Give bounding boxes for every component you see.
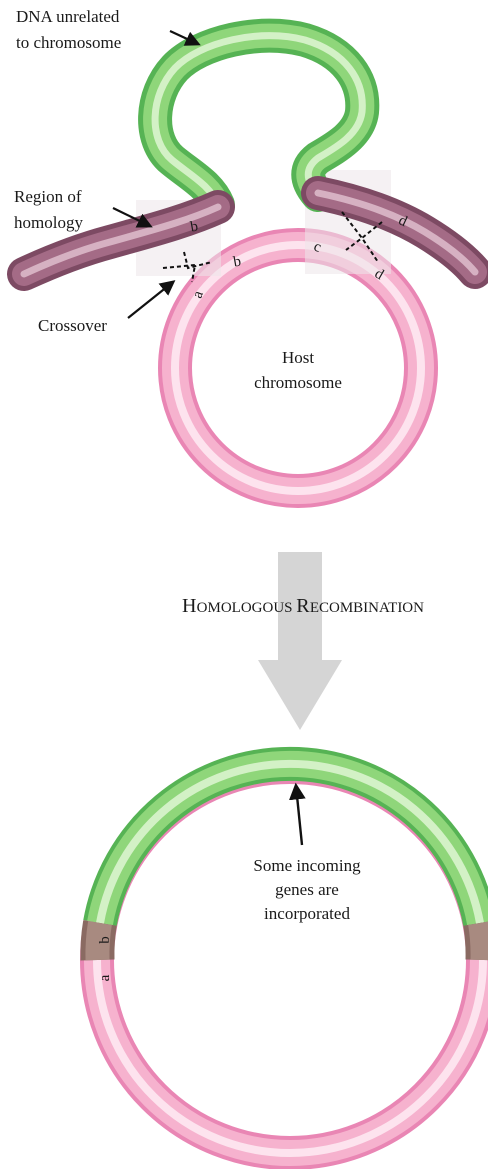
- label-dna-unrelated-line1: DNA unrelated: [16, 7, 120, 26]
- crossover-left: [162, 251, 213, 283]
- pointer-arrow-icon: [127, 280, 176, 319]
- label-process: HOMOLOGOUS RECOMBINATION: [182, 595, 424, 617]
- label-crossover: Crossover: [38, 316, 107, 335]
- foreign-dna-right-arm: [301, 176, 488, 289]
- segment-label-b-top: b: [189, 219, 199, 236]
- integrated-homology-left: [80, 920, 117, 961]
- pointer-arrow-icon: [169, 30, 201, 46]
- down-arrow-icon: [258, 552, 342, 730]
- integrated-foreign-dna: [83, 746, 488, 927]
- process-arrow: HOMOLOGOUS RECOMBINATION: [182, 552, 424, 730]
- segment-label-b-host: b: [232, 254, 242, 271]
- foreign-dna-left-arm: [7, 190, 235, 291]
- label-region-line1: Region of: [14, 187, 82, 206]
- label-incoming-line3: incorporated: [264, 904, 350, 923]
- integrated-homology-right: [463, 921, 488, 961]
- post-recombination-panel: b a Some incoming genes are incorporated: [80, 746, 488, 1169]
- label-region-line2: homology: [14, 213, 83, 232]
- pointer-arrow-icon: [112, 207, 153, 228]
- segment-label-b-bottom: b: [97, 936, 113, 944]
- crossover-right: [341, 211, 383, 263]
- label-host-line1: Host: [282, 348, 314, 367]
- label-incoming-line1: Some incoming: [253, 856, 361, 875]
- pointer-arrow-icon: [289, 782, 306, 846]
- label-incoming-line2: genes are: [275, 880, 339, 899]
- foreign-dna-loop: [138, 18, 380, 222]
- label-host-line2: chromosome: [254, 373, 342, 392]
- segment-label-a-bottom: a: [97, 974, 113, 981]
- pre-recombination-panel: a b b c d d DNA unrelated to chromosome …: [7, 7, 488, 508]
- host-chromosome-ring: [158, 228, 438, 508]
- label-dna-unrelated-line2: to chromosome: [16, 33, 121, 52]
